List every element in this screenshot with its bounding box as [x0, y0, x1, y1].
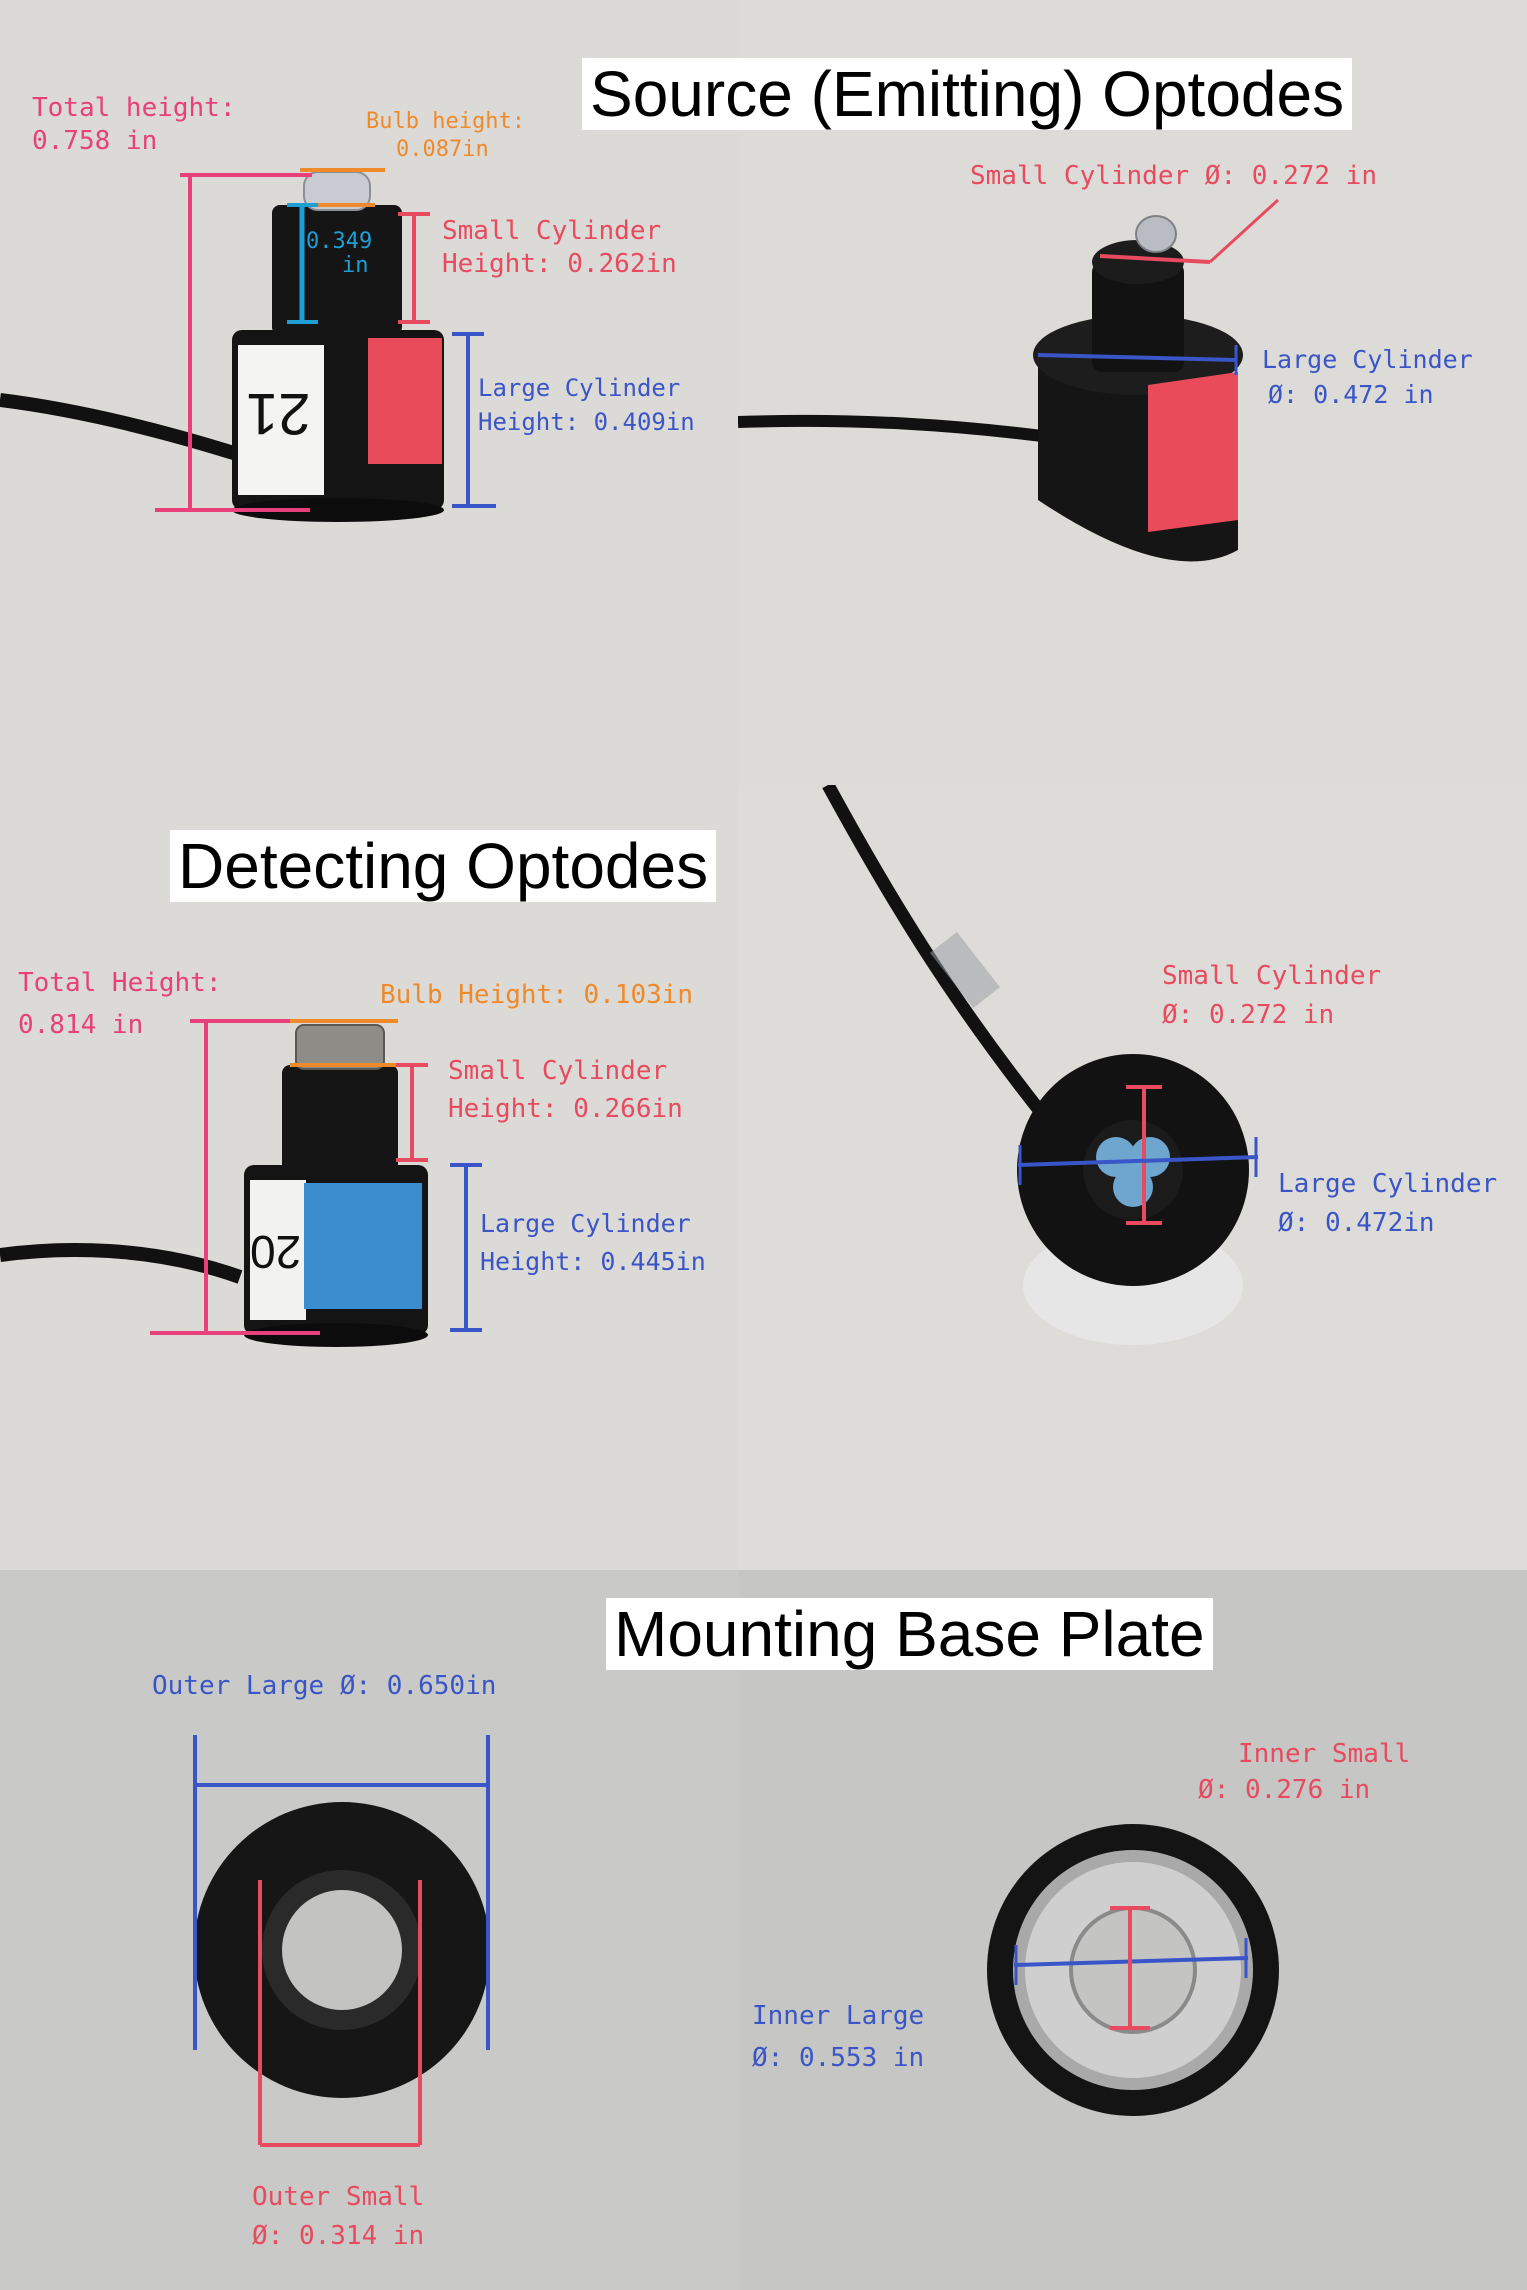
source-top-illustration: [738, 0, 1527, 785]
detect-top-photo: Small Cylinder Ø: 0.272 in Large Cylinde…: [738, 785, 1527, 1570]
source-label-number: 21: [246, 381, 311, 446]
base-inner-large-annotation: Inner Large Ø: 0.553 in: [752, 2001, 925, 2073]
detect-label-number: 20: [250, 1226, 302, 1278]
source-total-height-annotation: Total height: 0.758 in: [32, 93, 236, 156]
base-outer-small-annotation: Outer Small Ø: 0.314 in: [252, 2182, 425, 2251]
detect-total-height-annotation: Total Height: 0.814 in: [18, 968, 222, 1040]
detect-top-small-cylinder-annotation: Small Cylinder Ø: 0.272 in: [1162, 961, 1382, 1030]
detect-bulb-height-annotation: Bulb Height: 0.103in: [380, 980, 694, 1010]
base-front-photo: Outer Large Ø: 0.650in Outer Small Ø: 0.…: [0, 1570, 738, 2290]
detect-large-cylinder-annotation: Large Cylinder Height: 0.445in: [480, 1209, 706, 1276]
source-top-large-cylinder-annotation: Large Cylinder Ø: 0.472 in: [1262, 345, 1473, 409]
source-top-photo: Small Cylinder Ø: 0.272 in Large Cylinde…: [738, 0, 1527, 785]
detect-small-cylinder-annotation: Small Cylinder Height: 0.266in: [448, 1056, 683, 1124]
base-outer-large-annotation: Outer Large Ø: 0.650in: [152, 1671, 497, 1701]
detecting-section-title: Detecting Optodes: [170, 830, 717, 902]
source-section-title: Source (Emitting) Optodes: [582, 58, 1353, 130]
detect-side-illustration: [0, 785, 738, 1570]
source-bulb-height-annotation: Bulb height: 0.087in: [366, 109, 525, 162]
base-inner-small-annotation: Inner Small Ø: 0.276 in: [1198, 1739, 1411, 1806]
source-large-cylinder-annotation: Large Cylinder Height: 0.409in: [478, 374, 695, 436]
source-side-illustration: [0, 0, 738, 785]
base-back-photo: Inner Small Ø: 0.276 in Inner Large Ø: 0…: [738, 1570, 1527, 2290]
source-side-photo: 21 Total height: 0.758 in Bulb height: 0…: [0, 0, 738, 785]
detect-top-large-cylinder-annotation: Large Cylinder Ø: 0.472in: [1278, 1169, 1498, 1238]
source-small-cylinder-annotation: Small Cylinder Height: 0.262in: [442, 216, 677, 279]
source-inner-height-annotation: 0.349 in: [306, 229, 373, 279]
detect-side-photo: 20 Total Height: 0.814 in Bulb Height: 0…: [0, 785, 738, 1570]
base-front-illustration: [0, 1570, 738, 2290]
base-back-illustration: [738, 1570, 1527, 2290]
source-top-small-cylinder-annotation: Small Cylinder Ø: 0.272 in: [970, 161, 1377, 191]
detect-top-illustration: [738, 785, 1527, 1570]
base-section-title: Mounting Base Plate: [606, 1598, 1213, 1670]
